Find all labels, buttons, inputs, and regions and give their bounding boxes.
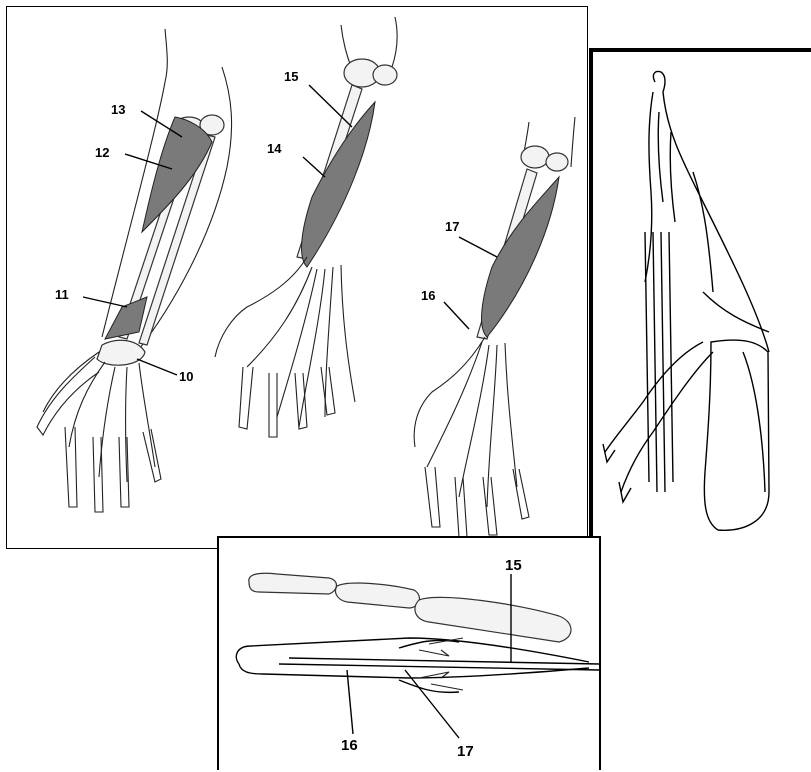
label-10: 10 xyxy=(179,369,193,384)
finger-tendon-schematic-panel xyxy=(589,48,811,542)
label-12: 12 xyxy=(95,145,109,160)
label-17: 17 xyxy=(445,219,459,234)
label-15: 15 xyxy=(284,69,298,84)
label-17-bottom: 17 xyxy=(457,743,474,760)
label-13: 13 xyxy=(111,102,125,117)
forearm-skeleton-1 xyxy=(37,29,232,512)
label-14: 14 xyxy=(267,141,282,156)
forearm-illustrations-svg: 13 12 11 10 15 14 17 16 xyxy=(7,7,589,550)
forearm-illustrations-panel: 13 12 11 10 15 14 17 16 xyxy=(6,6,588,549)
forearm-skeleton-2 xyxy=(215,17,397,437)
finger-lateral-view-svg: 15 16 17 xyxy=(219,538,603,772)
finger-lateral-view-panel: 15 16 17 xyxy=(217,536,601,770)
label-16-bottom: 16 xyxy=(341,737,358,754)
forearm-skeleton-3 xyxy=(414,117,575,537)
label-16: 16 xyxy=(421,288,435,303)
label-15-bottom: 15 xyxy=(505,557,522,574)
label-11: 11 xyxy=(55,287,69,302)
finger-tendon-schematic-svg xyxy=(593,52,811,542)
